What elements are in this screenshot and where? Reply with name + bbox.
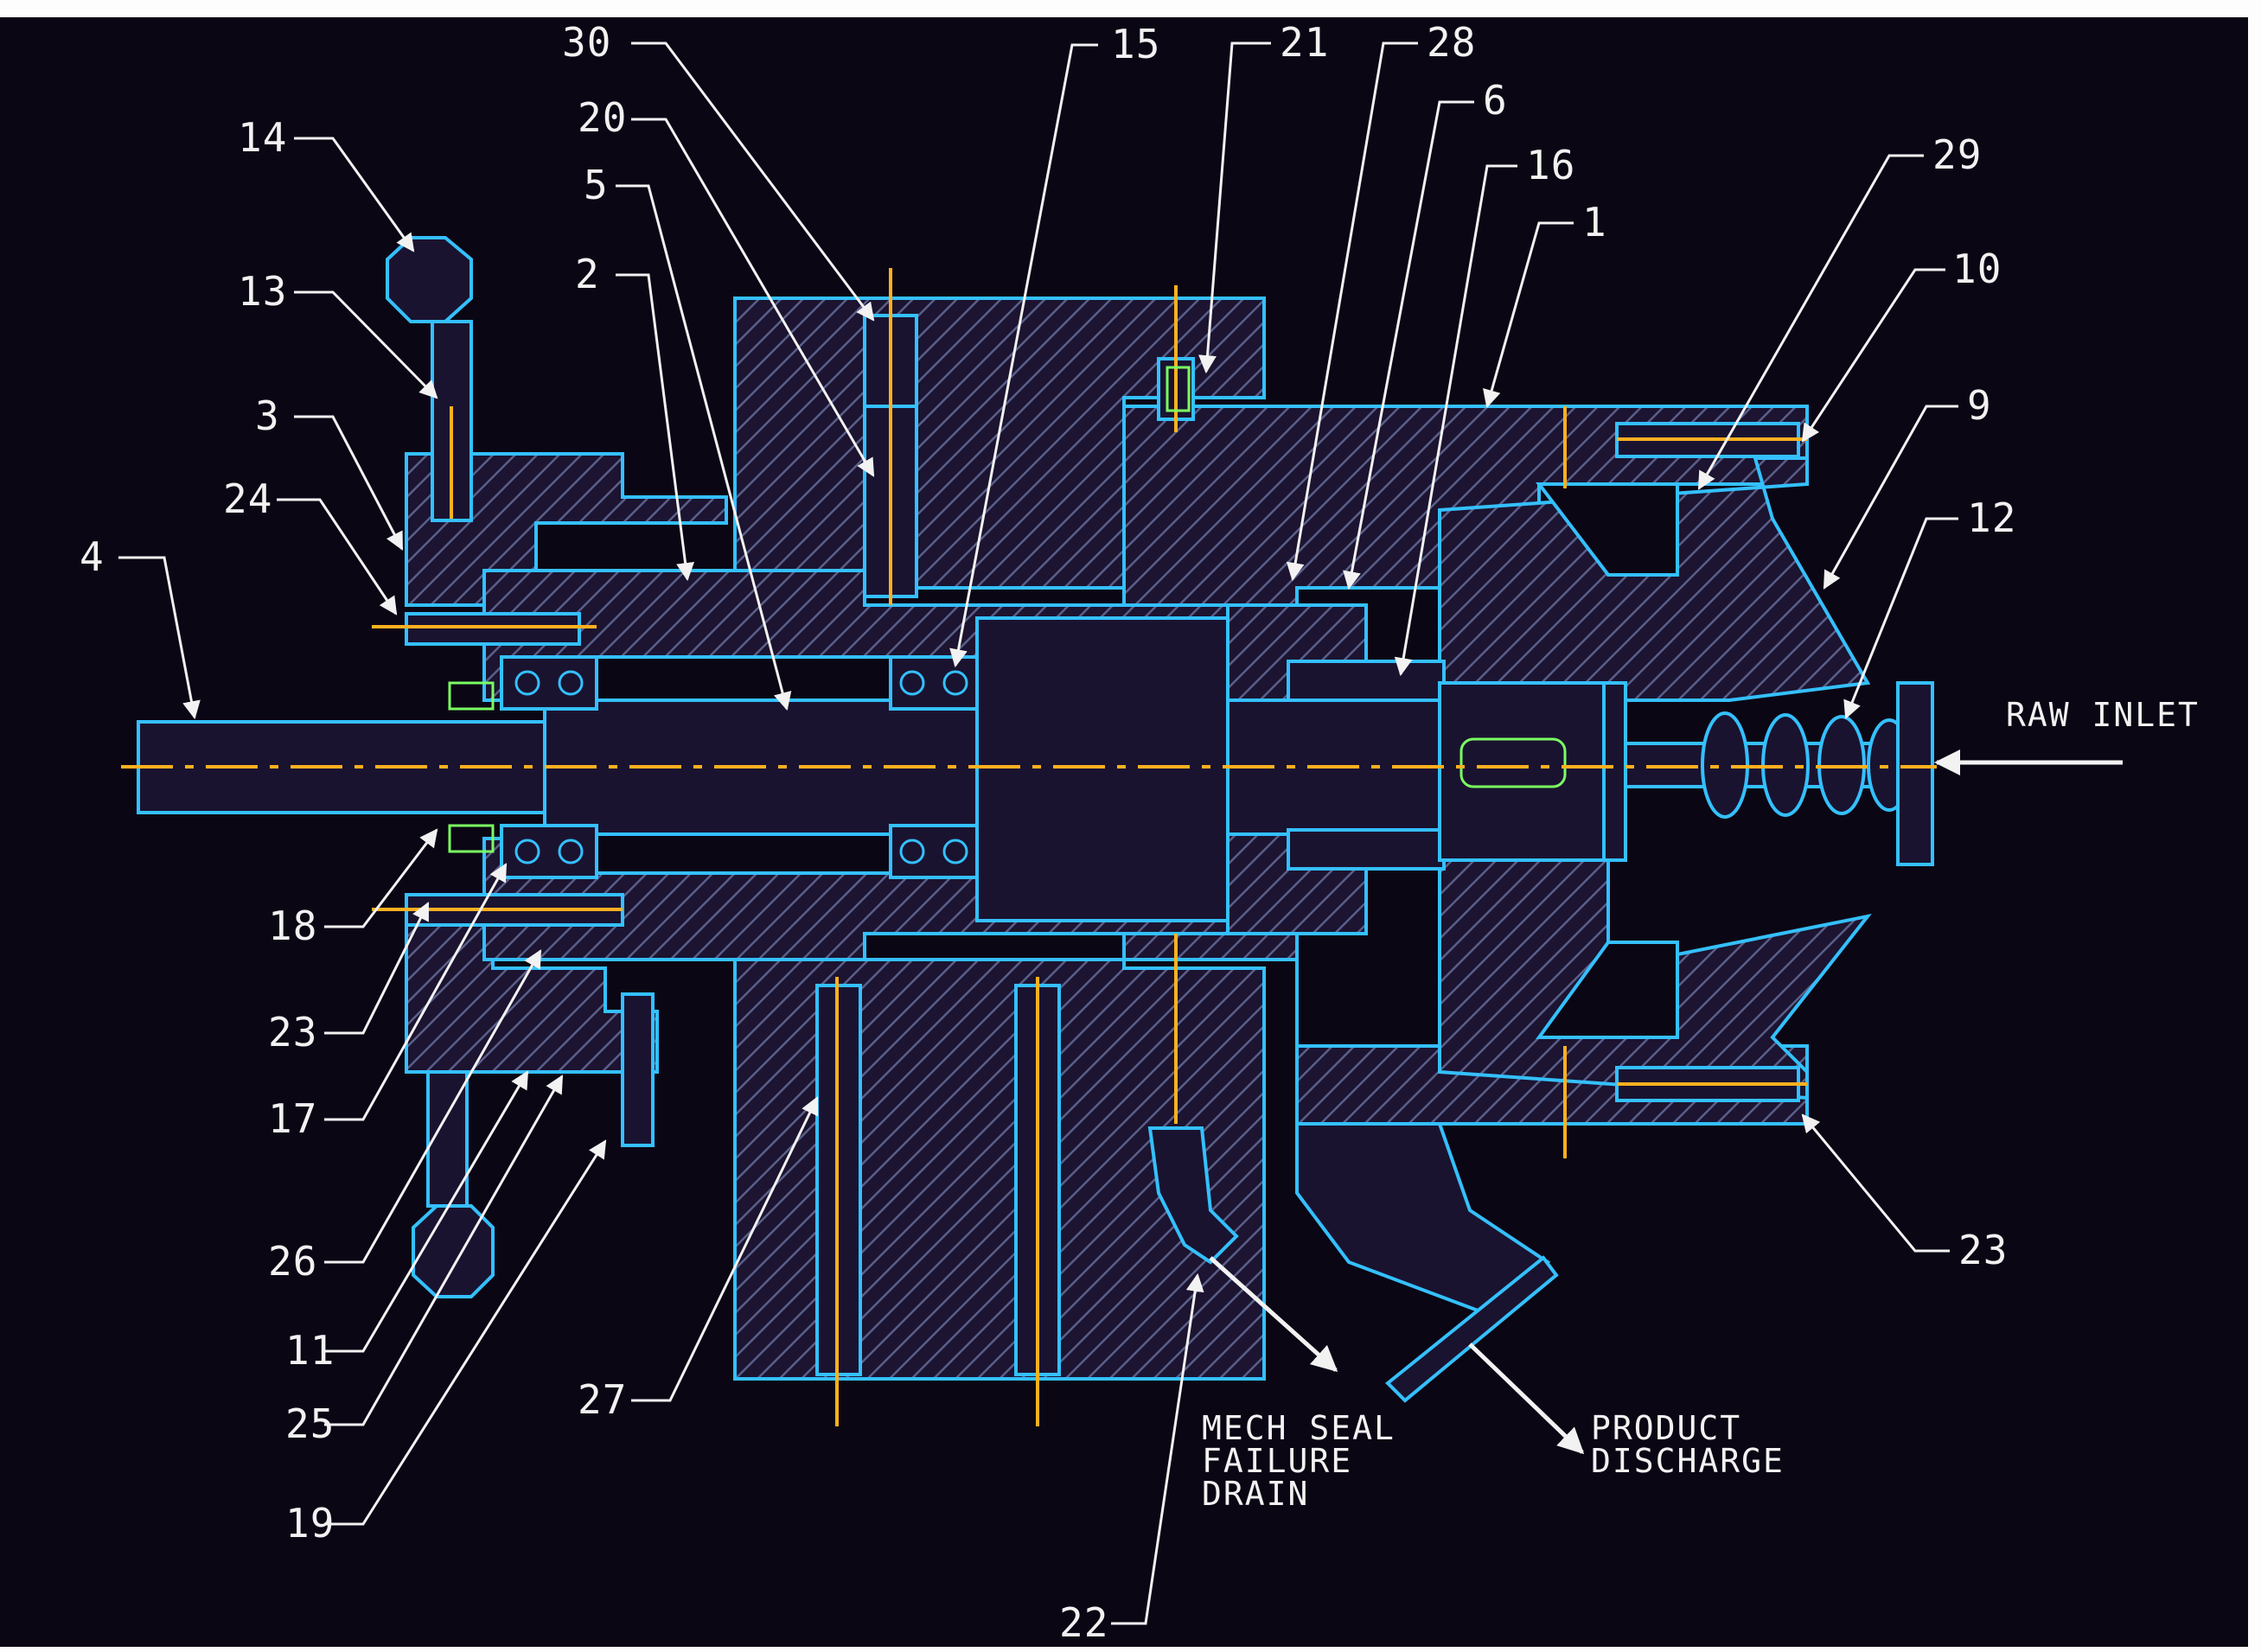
upper-handle-knob xyxy=(386,236,473,323)
impeller-hub xyxy=(1438,681,1606,862)
raw-inlet-note: RAW INLET xyxy=(2006,696,2200,734)
drain-flow-arrow xyxy=(1209,1256,1338,1373)
callout-27: 27 xyxy=(578,1376,627,1423)
callout-16: 16 xyxy=(1526,142,1575,188)
callout-6: 6 xyxy=(1483,77,1508,124)
flow-notes: RAW INLET MECH SEAL FAILURE DRAIN PRODUC… xyxy=(1202,696,2200,1513)
callout-13: 13 xyxy=(238,268,287,315)
callout-12: 12 xyxy=(1967,494,2016,541)
screw-24 xyxy=(405,612,581,646)
callout-1: 1 xyxy=(1582,199,1607,246)
callout-14: 14 xyxy=(238,114,287,161)
impeller-nut xyxy=(1459,737,1567,788)
mechanical-seal-bottom xyxy=(1287,828,1446,871)
callout-23-left: 23 xyxy=(268,1009,317,1056)
bolt-centerlines xyxy=(372,268,1807,1426)
mech-seal-note-line1: MECH SEAL xyxy=(1202,1409,1396,1447)
callout-18: 18 xyxy=(268,903,317,949)
callout-labels: 30 20 5 2 15 21 28 6 16 1 29 10 9 12 14 … xyxy=(80,19,2016,1646)
bearing-cap xyxy=(405,452,728,607)
callout-3: 3 xyxy=(255,392,280,439)
drain-elbow xyxy=(1147,1126,1239,1265)
callout-20: 20 xyxy=(578,94,627,141)
callout-30: 30 xyxy=(562,19,611,66)
shaft-shoulder xyxy=(975,616,1229,922)
product-discharge-note-line1: PRODUCT xyxy=(1591,1409,1741,1447)
volute-chamber-bottom xyxy=(1536,941,1679,1039)
mechanical-seal-top xyxy=(1287,660,1446,702)
discharge-flow-arrow xyxy=(1468,1343,1585,1455)
volute-chamber-top xyxy=(1535,482,1679,577)
lower-handle-knob xyxy=(412,1204,495,1298)
flow-arrows xyxy=(1209,749,2123,1455)
mech-seal-note-line2: FAILURE xyxy=(1202,1442,1352,1480)
inlet-flange xyxy=(1896,681,1934,866)
bearing-inboard-top xyxy=(889,655,979,711)
callout-5: 5 xyxy=(584,162,609,208)
pump-assembly xyxy=(121,236,1937,1426)
discharge-flange xyxy=(1385,1255,1559,1403)
bearing-inboard-bottom xyxy=(889,824,979,879)
callout-28: 28 xyxy=(1427,19,1476,66)
callout-2: 2 xyxy=(575,251,600,297)
plug-19 xyxy=(621,992,655,1147)
callout-15: 15 xyxy=(1111,21,1160,67)
callout-4: 4 xyxy=(80,533,105,580)
product-discharge-note-line2: DISCHARGE xyxy=(1591,1442,1785,1480)
callout-10: 10 xyxy=(1952,246,2002,292)
callout-25: 25 xyxy=(285,1400,335,1447)
callout-29: 29 xyxy=(1932,131,1982,178)
callout-22: 22 xyxy=(1059,1599,1108,1646)
o-rings xyxy=(448,366,1191,853)
impeller-eye xyxy=(1602,681,1627,862)
callout-21: 21 xyxy=(1280,19,1329,66)
callout-19: 19 xyxy=(285,1500,335,1547)
leader-lines xyxy=(118,41,1958,1625)
callout-17: 17 xyxy=(268,1095,317,1142)
callout-23-right: 23 xyxy=(1958,1227,2008,1273)
callout-26: 26 xyxy=(268,1238,317,1285)
callout-24: 24 xyxy=(223,475,272,522)
mech-seal-note-line3: DRAIN xyxy=(1202,1475,1309,1513)
callout-9: 9 xyxy=(1967,382,1992,429)
callout-11: 11 xyxy=(285,1327,335,1374)
